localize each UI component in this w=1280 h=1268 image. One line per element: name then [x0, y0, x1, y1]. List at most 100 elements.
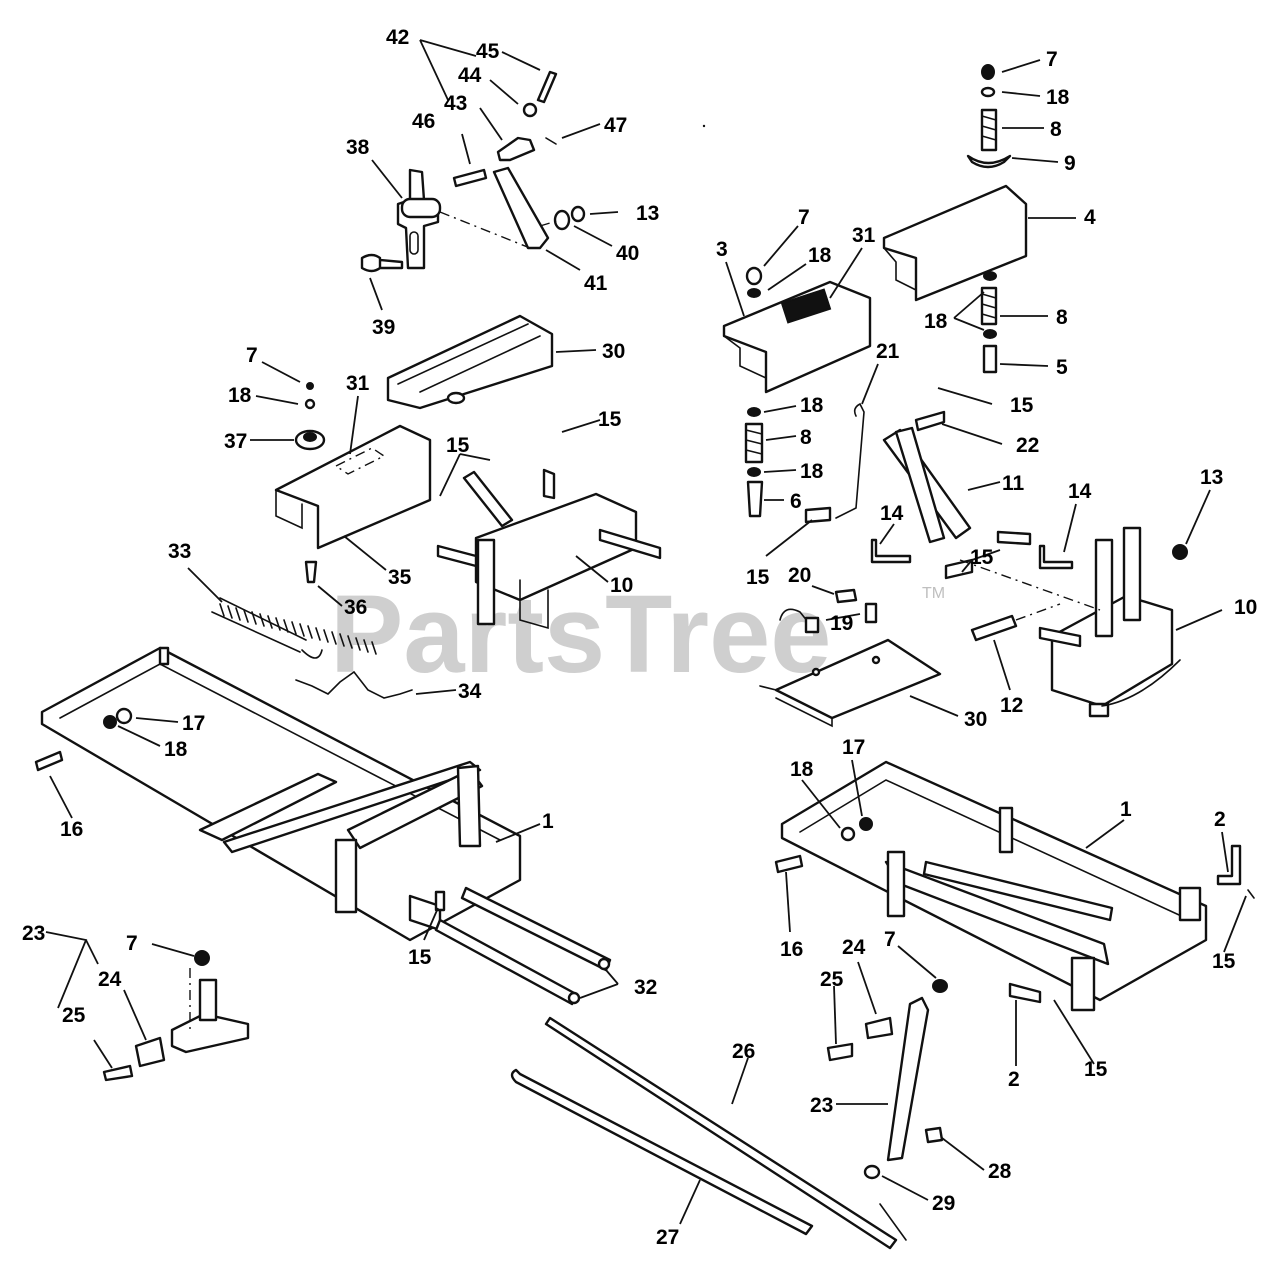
callout-6: 6	[790, 490, 802, 513]
callout-18: 18	[800, 460, 824, 483]
plate-30-right	[759, 638, 942, 728]
callout-39: 39	[372, 316, 395, 339]
callout-40: 40	[616, 242, 639, 265]
callout-36: 36	[344, 596, 367, 619]
callout-16: 16	[60, 818, 83, 841]
callout-30: 30	[964, 708, 987, 731]
callout-33: 33	[168, 540, 191, 563]
callout-10: 10	[1234, 596, 1257, 619]
callout-18: 18	[924, 310, 948, 333]
callout-18: 18	[800, 394, 824, 417]
callout-26: 26	[732, 1040, 755, 1063]
linkage-11	[804, 402, 972, 544]
watermark-trademark: TM	[922, 585, 945, 602]
callout-14: 14	[880, 502, 904, 525]
callout-46: 46	[412, 110, 435, 133]
bracket-23-right	[826, 979, 948, 1180]
callout-19: 19	[830, 612, 853, 635]
callout-25: 25	[62, 1004, 86, 1027]
callout-1: 1	[1120, 798, 1132, 821]
callout-23: 23	[22, 922, 45, 945]
callout-15: 15	[598, 408, 622, 431]
main-frame-1-right	[774, 760, 1255, 1012]
callout-1: 1	[542, 810, 554, 833]
callout-15: 15	[408, 946, 432, 969]
callout-2: 2	[1214, 808, 1226, 831]
callout-42: 42	[386, 26, 409, 49]
callout-37: 37	[224, 430, 247, 453]
callout-13: 13	[1200, 466, 1223, 489]
callout-18: 18	[1046, 86, 1070, 109]
callout-15: 15	[970, 546, 994, 569]
callout-44: 44	[458, 64, 482, 87]
frame-10-left	[436, 468, 662, 630]
callout-15: 15	[1010, 394, 1034, 417]
spring-stack-left	[744, 407, 764, 518]
callout-18: 18	[808, 244, 832, 267]
callout-22: 22	[1016, 434, 1039, 457]
callout-15: 15	[746, 566, 770, 589]
callout-31: 31	[852, 224, 876, 247]
callout-7: 7	[126, 932, 138, 955]
bracket-23-left	[102, 950, 250, 1082]
callout-17: 17	[842, 736, 865, 759]
part-39-bolt	[360, 253, 404, 273]
part-43-arm	[496, 136, 536, 162]
callout-9: 9	[1064, 152, 1076, 175]
callout-14: 14	[1068, 480, 1092, 503]
callout-24: 24	[842, 936, 866, 959]
rods-32	[434, 886, 612, 1006]
seat-mount-4	[882, 64, 1028, 374]
part-40-washer	[553, 209, 571, 231]
callout-27: 27	[656, 1226, 679, 1249]
callout-30: 30	[602, 340, 625, 363]
pins-14-19-20	[779, 530, 1074, 634]
leader-lines	[45, 39, 1247, 1225]
callout-16: 16	[780, 938, 803, 961]
callout-25: 25	[820, 968, 844, 991]
callout-11: 11	[1002, 472, 1025, 495]
callout-18: 18	[228, 384, 252, 407]
callout-28: 28	[988, 1160, 1012, 1183]
callout-8: 8	[1056, 306, 1068, 329]
part-44-nut	[522, 102, 538, 118]
callout-8: 8	[800, 426, 812, 449]
callout-4: 4	[1084, 206, 1096, 229]
callout-35: 35	[388, 566, 412, 589]
part-41-link	[492, 166, 550, 250]
part-38-lever	[396, 168, 440, 270]
part-45-bolt	[536, 70, 558, 104]
callout-17: 17	[182, 712, 205, 735]
callout-24: 24	[98, 968, 122, 991]
callout-23: 23	[810, 1094, 833, 1117]
callout-3: 3	[716, 238, 728, 261]
callout-45: 45	[476, 40, 500, 63]
watermark-text: PartsTree	[330, 573, 831, 696]
bracket-30-left	[386, 314, 554, 410]
spring-chain	[211, 597, 413, 699]
part-47-pin	[545, 137, 557, 145]
callout-8: 8	[1050, 118, 1062, 141]
callout-29: 29	[932, 1192, 955, 1215]
callout-12: 12	[1000, 694, 1023, 717]
seat-mount-35	[274, 382, 432, 584]
callout-7: 7	[1046, 48, 1058, 71]
callout-7: 7	[246, 344, 258, 367]
callout-47: 47	[604, 114, 627, 137]
part-21-rod	[835, 402, 865, 519]
callout-5: 5	[1056, 356, 1068, 379]
callout-2: 2	[1008, 1068, 1020, 1091]
callout-43: 43	[444, 92, 467, 115]
callout-32: 32	[634, 976, 657, 999]
callout-15: 15	[1212, 950, 1236, 973]
frame-10-right	[959, 526, 1188, 718]
callout-10: 10	[610, 574, 633, 597]
part-38-pivot-tube	[400, 197, 442, 219]
callout-labels: 42 45 44 43 46 47 38 13 40 41 39 30 7 18…	[22, 26, 1257, 1249]
callout-7: 7	[884, 928, 896, 951]
callout-34: 34	[458, 680, 482, 703]
callout-18: 18	[790, 758, 814, 781]
callout-13: 13	[636, 202, 659, 225]
callout-21: 21	[876, 340, 900, 363]
